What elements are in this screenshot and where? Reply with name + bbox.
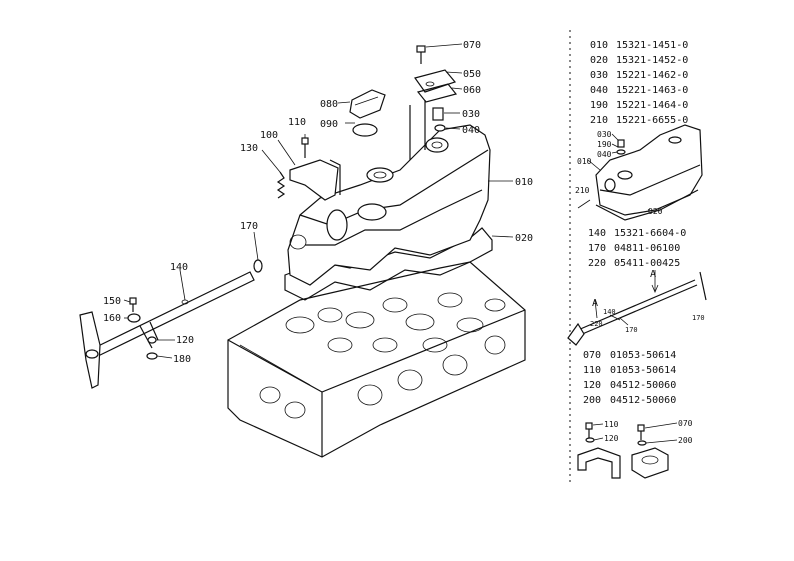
callout-040: 040 <box>462 125 480 136</box>
t1-ref-3: 040 <box>590 85 608 96</box>
callout-180: 180 <box>173 354 191 365</box>
t3-ref-3: 200 <box>583 395 601 406</box>
oil-filler-cap <box>349 89 386 119</box>
inset1-label-210: 210 <box>575 186 590 195</box>
inset1-label-020: 020 <box>648 207 663 216</box>
parts-table-1: 010 15321-1451-0 020 15321-1452-0 030 15… <box>590 40 688 126</box>
head-cover <box>287 100 491 286</box>
cap-nut <box>432 107 444 121</box>
t1-ref-1: 020 <box>590 55 608 66</box>
inset-shaft: A A 140 220 170 170 <box>567 269 707 346</box>
callout-170: 170 <box>240 221 258 232</box>
inset1-label-010: 010 <box>577 157 592 166</box>
callout-120: 120 <box>176 335 194 346</box>
inset2-label-a-top: A <box>650 269 656 280</box>
t3-part-1: 01053-50614 <box>610 365 676 376</box>
nut-180 <box>146 352 158 360</box>
inset3-label-110: 110 <box>604 420 619 429</box>
control-shaft <box>79 271 255 389</box>
washer-120 <box>147 336 157 344</box>
parts-table-3: 070 01053-50614 110 01053-50614 120 0451… <box>583 350 676 406</box>
callout-150: 150 <box>103 296 121 307</box>
t1-part-2: 15221-1462-0 <box>616 70 688 81</box>
callout-140: 140 <box>170 262 188 273</box>
callout-100: 100 <box>260 130 278 141</box>
t1-part-3: 15221-1463-0 <box>616 85 688 96</box>
t3-ref-2: 120 <box>583 380 601 391</box>
t2-ref-2: 220 <box>588 258 606 269</box>
cylinder-head-block <box>227 261 526 458</box>
t3-part-3: 04512-50060 <box>610 395 676 406</box>
callout-060: 060 <box>463 85 481 96</box>
bolt-150 <box>129 297 137 312</box>
t3-part-2: 04512-50060 <box>610 380 676 391</box>
callout-080: 080 <box>320 99 338 110</box>
t1-part-4: 15221-1464-0 <box>616 100 688 111</box>
inset1-label-190: 190 <box>597 140 612 149</box>
inset1-label-030: 030 <box>597 130 612 139</box>
inset2-label-140: 140 <box>603 308 616 316</box>
t2-part-2: 05411-00425 <box>614 258 680 269</box>
inset3-label-070: 070 <box>678 419 693 428</box>
callout-020: 020 <box>515 233 533 244</box>
callout-030: 030 <box>462 109 480 120</box>
inset2-label-a-left: A <box>592 298 598 309</box>
inset-bracket-plate: 110 120 070 200 <box>577 419 693 479</box>
t1-part-5: 15221-6655-0 <box>616 115 688 126</box>
t3-ref-1: 110 <box>583 365 601 376</box>
t2-ref-1: 170 <box>588 243 606 254</box>
bolt-070 <box>416 45 426 64</box>
callout-130: 130 <box>240 143 258 154</box>
t3-ref-0: 070 <box>583 350 601 361</box>
callout-090: 090 <box>320 119 338 130</box>
bracket <box>289 159 341 201</box>
cover-plate <box>414 69 458 103</box>
t2-part-0: 15321-6604-0 <box>614 228 686 239</box>
inset2-label-220: 220 <box>590 320 603 328</box>
t2-part-1: 04811-06100 <box>614 243 680 254</box>
parts-table-2: 140 15321-6604-0 170 04811-06100 220 054… <box>588 228 686 269</box>
t1-ref-5: 210 <box>590 115 608 126</box>
t1-ref-0: 010 <box>590 40 608 51</box>
inset3-label-120: 120 <box>604 434 619 443</box>
callout-050: 050 <box>463 69 481 80</box>
callouts: 070 050 060 080 030 090 040 110 100 130 … <box>103 40 533 365</box>
callout-070: 070 <box>463 40 481 51</box>
t1-part-0: 15321-1451-0 <box>616 40 688 51</box>
callout-160: 160 <box>103 313 121 324</box>
main-exploded-view: 070 050 060 080 030 090 040 110 100 130 … <box>79 40 533 458</box>
inset1-label-040: 040 <box>597 150 612 159</box>
leader-lines <box>123 43 514 359</box>
bolt-110 <box>301 137 309 158</box>
tension-spring <box>276 171 286 199</box>
o-ring <box>352 123 378 137</box>
t1-ref-4: 190 <box>590 100 608 111</box>
washer-160 <box>127 313 141 323</box>
callout-110: 110 <box>288 117 306 128</box>
t1-ref-2: 030 <box>590 70 608 81</box>
washer-040 <box>434 124 446 132</box>
callout-010: 010 <box>515 177 533 188</box>
inset-head-cover: 030 190 040 010 210 020 <box>575 124 703 221</box>
inset2-label-170a: 170 <box>625 326 638 334</box>
t1-part-1: 15321-1452-0 <box>616 55 688 66</box>
t3-part-0: 01053-50614 <box>610 350 676 361</box>
inset3-label-200: 200 <box>678 436 693 445</box>
inset2-label-170b: 170 <box>692 314 705 322</box>
t2-ref-0: 140 <box>588 228 606 239</box>
snap-ring <box>253 259 263 273</box>
